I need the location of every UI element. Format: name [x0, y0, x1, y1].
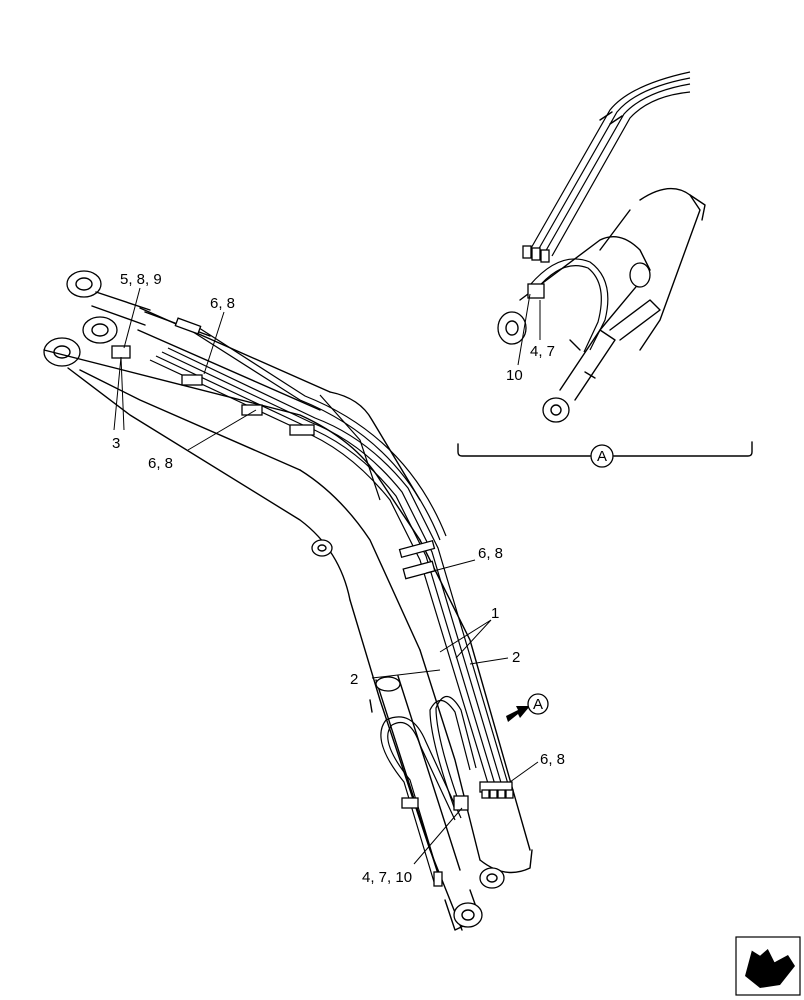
- callout-6-8-left: 6, 8: [148, 455, 173, 472]
- arm-outline: [43, 270, 533, 931]
- callout-10-detail: 10: [506, 367, 523, 384]
- detail-view-a: 10 4, 7 A: [457, 71, 753, 468]
- callout-6-8-low: 6, 8: [540, 751, 565, 768]
- callout-4-7-10: 4, 7, 10: [362, 869, 412, 886]
- callout-6-8-mid: 6, 8: [478, 545, 503, 562]
- callout-4-7-detail: 4, 7: [530, 343, 555, 360]
- callout-3: 3: [112, 435, 120, 452]
- callout-2-right: 2: [512, 649, 520, 666]
- leader-lines: [113, 287, 539, 865]
- callout-6-8-top: 6, 8: [210, 295, 235, 312]
- hose-bundle: [111, 317, 514, 887]
- navigation-icon[interactable]: [735, 936, 801, 996]
- view-a-arrow-letter: A: [533, 696, 543, 713]
- callout-5-8-9: 5, 8, 9: [120, 271, 162, 288]
- view-a-arrow: A: [506, 693, 549, 722]
- callout-2-left: 2: [350, 671, 358, 688]
- callout-1: 1: [491, 605, 499, 622]
- view-a-letter: A: [597, 448, 607, 465]
